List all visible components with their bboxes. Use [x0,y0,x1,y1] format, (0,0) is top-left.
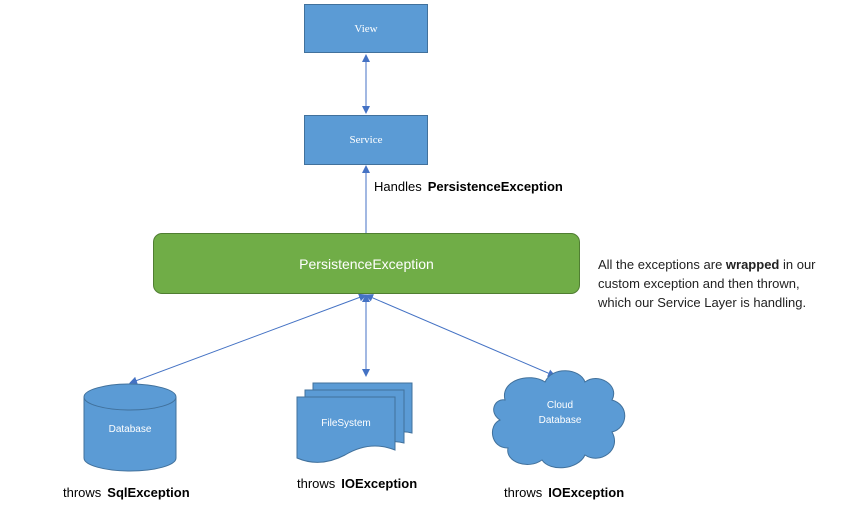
database-throws-label: throws SqlException [63,485,190,500]
db-throws-prefix: throws [63,485,102,500]
cloud-label-line1: Cloud [546,400,574,411]
note-text-2: in our custom exception and then thrown,… [598,257,816,310]
view-label: View [354,22,378,35]
handles-prefix: Handles [374,179,422,194]
wrapping-note: All the exceptions are wrapped in our cu… [598,255,818,312]
filesystem-label: FileSystem [321,418,371,429]
connector-persistence-database [129,293,367,385]
database-label: Database [108,424,152,435]
note-text-1: All the exceptions are [598,257,726,272]
service-node: Service [304,115,428,165]
db-exception: SqlException [107,485,190,500]
cloud-label: Cloud Database [510,398,610,428]
persistence-label: PersistenceException [299,255,434,272]
cloud-label-line2: Database [538,415,582,426]
service-label: Service [349,134,383,146]
handles-exception: PersistenceException [427,179,563,194]
persistence-exception-node: PersistenceException [153,233,580,294]
view-node: View [304,4,428,53]
filesystem-throws-label: throws IOException [297,476,417,491]
database-cylinder-icon [83,383,177,472]
note-bold: wrapped [725,257,780,272]
fs-throws-prefix: throws [297,476,336,491]
handles-label: Handles PersistenceException [374,179,563,194]
fs-exception: IOException [341,476,418,491]
cloud-icon [492,370,626,469]
connector-persistence-cloud [365,294,556,377]
cloud-throws-prefix: throws [504,485,543,500]
cloud-exception: IOException [548,485,625,500]
filesystem-documents-icon [296,382,413,463]
cloud-throws-label: throws IOException [504,485,624,500]
